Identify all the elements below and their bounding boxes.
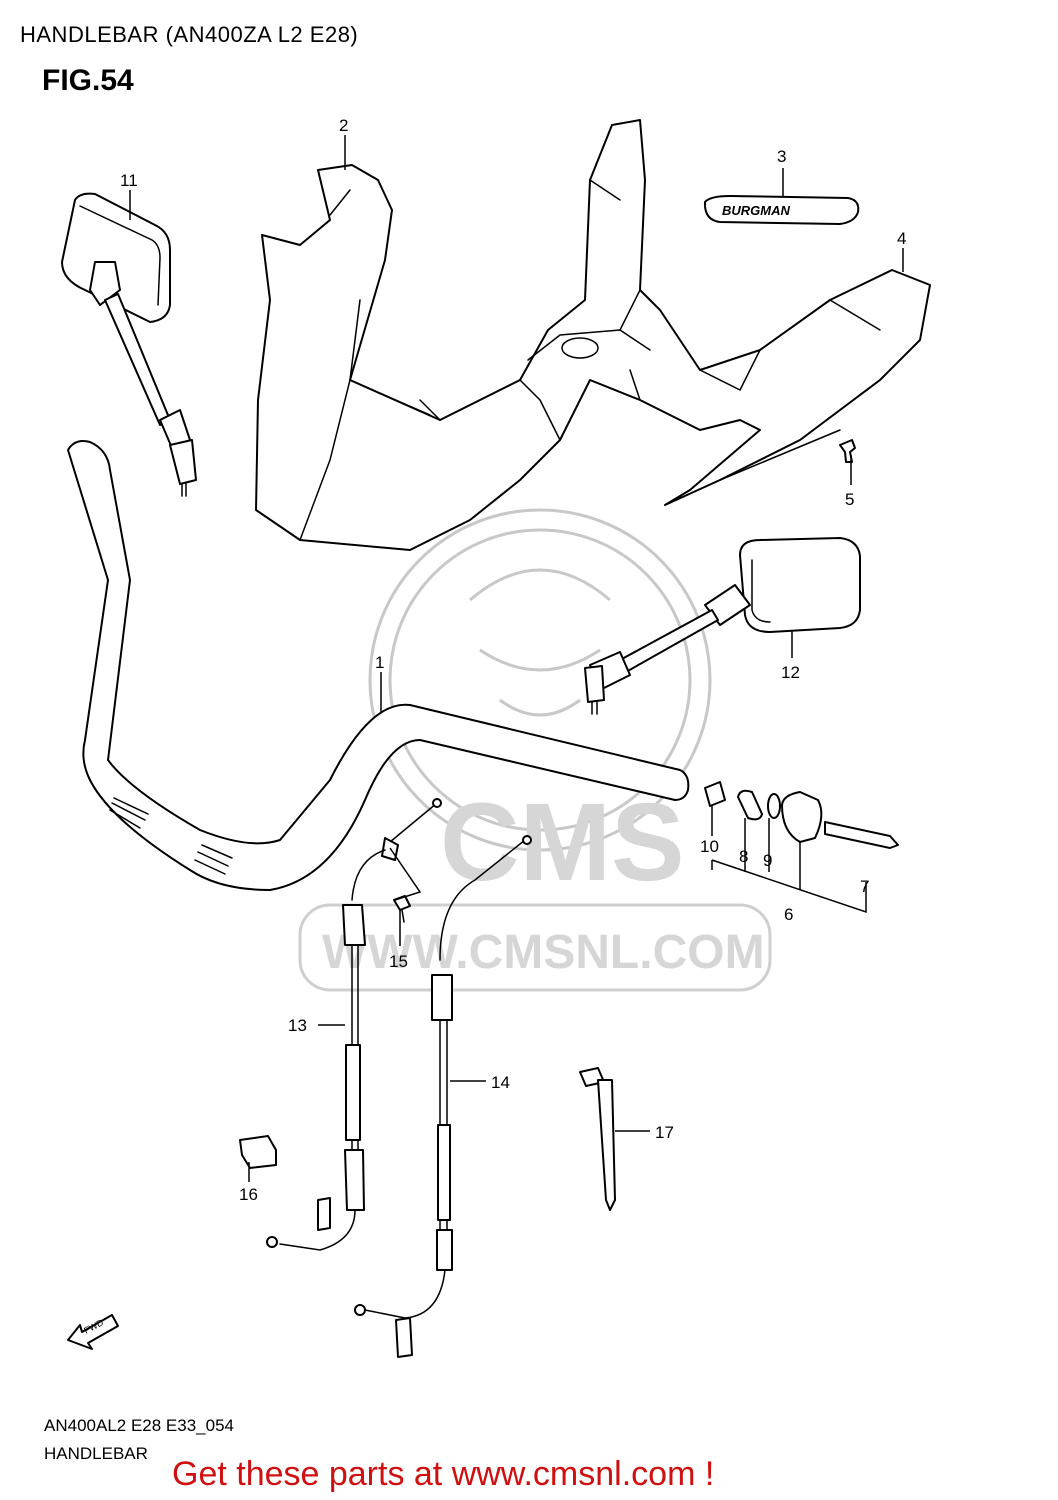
part-17-cable-tie[interactable] <box>579 1067 616 1211</box>
part-5-screw[interactable] <box>839 439 856 463</box>
callout-17: 17 <box>655 1123 674 1142</box>
part-11-left-mirror[interactable] <box>61 192 197 497</box>
callout-11: 11 <box>120 171 138 190</box>
part-3-emblem[interactable]: BURGMAN <box>703 195 860 225</box>
fwd-arrow-icon: FWD <box>67 1314 119 1350</box>
part-12-right-mirror[interactable] <box>584 537 861 715</box>
part-1-handlebar[interactable] <box>67 440 690 891</box>
callout-numbers: 2 3 4 5 11 12 1 10 8 9 7 6 15 13 14 17 1… <box>120 116 906 1204</box>
callout-12: 12 <box>781 663 800 682</box>
callout-13: 13 <box>288 1016 307 1035</box>
model-code: AN400AL2 E28 E33_054 <box>44 1416 234 1435</box>
callout-14: 14 <box>491 1073 510 1092</box>
callout-10: 10 <box>700 837 719 856</box>
callout-1: 1 <box>375 653 384 672</box>
part-9-washer[interactable] <box>767 793 781 819</box>
part-16-clamp[interactable] <box>239 1135 277 1169</box>
callout-7: 7 <box>860 877 869 896</box>
watermark-brand: CMS <box>440 781 684 904</box>
callout-3: 3 <box>777 147 786 166</box>
section-label: HANDLEBAR <box>44 1444 148 1463</box>
callout-2: 2 <box>339 116 348 135</box>
promo-link[interactable]: Get these parts at www.cmsnl.com ! <box>172 1455 715 1493</box>
figure-number: FIG.54 <box>42 64 134 97</box>
part-10-bar-end-insert[interactable] <box>704 781 726 807</box>
part-7-bolt[interactable] <box>824 821 899 849</box>
callout-8: 8 <box>739 847 748 866</box>
callout-6: 6 <box>784 905 793 924</box>
callout-9: 9 <box>763 851 772 870</box>
callout-16: 16 <box>239 1185 258 1204</box>
part-2-inner-cover[interactable] <box>255 119 931 551</box>
callout-15: 15 <box>389 952 408 971</box>
watermark-url: WWW.CMSNL.COM <box>322 926 765 979</box>
part-6-bar-end-weight[interactable] <box>781 791 823 843</box>
part-8-bar-end-rubber[interactable] <box>737 789 763 821</box>
part-14-throttle-cable[interactable] <box>354 835 532 1358</box>
leader-lines <box>129 135 904 1182</box>
watermark-logo: CMS WWW.CMSNL.COM <box>298 508 772 992</box>
emblem-text: BURGMAN <box>722 203 790 218</box>
callout-4: 4 <box>897 229 906 248</box>
page-title: HANDLEBAR (AN400ZA L2 E28) <box>20 22 359 47</box>
callout-5: 5 <box>845 490 854 509</box>
